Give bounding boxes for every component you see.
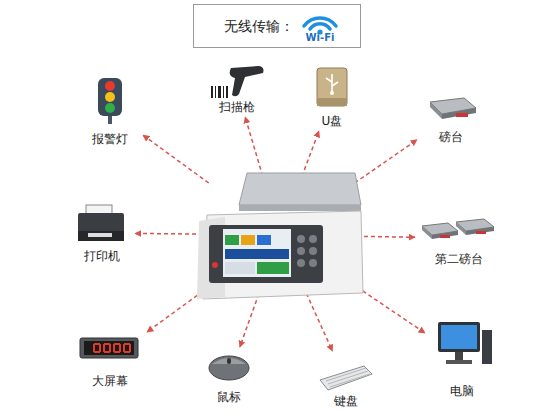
device-label: U盘 <box>305 114 359 128</box>
scale-icon <box>185 165 375 305</box>
device-label: 报警灯 <box>80 132 140 146</box>
device-label: 扫描枪 <box>205 100 269 114</box>
computer-icon <box>428 318 496 368</box>
device-label: 第二磅台 <box>418 252 500 266</box>
peripheral-device: 鼠标 <box>200 350 258 404</box>
device-label: 大屏幕 <box>76 374 144 388</box>
scale-device <box>185 165 375 305</box>
device-label: 打印机 <box>72 249 132 263</box>
peripheral-device: 大屏幕 <box>76 330 144 388</box>
device-label: 电脑 <box>428 384 496 398</box>
wifi-icon <box>298 6 342 36</box>
wireless-box: 无线传输： Wi-Fi <box>193 4 361 48</box>
peripheral-device: 扫描枪 <box>205 64 269 114</box>
dashed-arrow <box>357 236 415 237</box>
platform-icon <box>420 88 482 124</box>
scanner-icon <box>205 64 269 100</box>
box-title: 无线传输： <box>224 18 294 36</box>
peripheral-device: U盘 <box>305 64 359 128</box>
dashed-arrow <box>304 287 333 351</box>
peripheral-device: 磅台 <box>420 88 482 144</box>
dashed-arrow <box>357 287 425 333</box>
usb-icon <box>305 64 359 110</box>
peripheral-device: 电脑 <box>428 318 496 398</box>
peripheral-device: 报警灯 <box>80 76 140 146</box>
peripheral-device: 键盘 <box>316 354 376 408</box>
dashed-arrow <box>135 233 203 235</box>
bigscreen-icon <box>76 330 144 366</box>
light-icon <box>80 76 140 126</box>
dashed-arrow <box>143 135 209 183</box>
device-label: 鼠标 <box>200 390 258 404</box>
peripheral-device: 第二磅台 <box>418 210 500 266</box>
mouse-icon <box>200 350 258 384</box>
wifi-logo-text: Wi-Fi <box>298 32 342 43</box>
platform2-icon <box>418 210 500 242</box>
peripheral-device: 打印机 <box>72 203 132 263</box>
device-label: 磅台 <box>420 130 482 144</box>
dashed-arrow <box>355 140 417 183</box>
printer-icon <box>72 203 132 245</box>
device-label: 键盘 <box>316 394 376 408</box>
keyboard-icon <box>316 354 376 394</box>
